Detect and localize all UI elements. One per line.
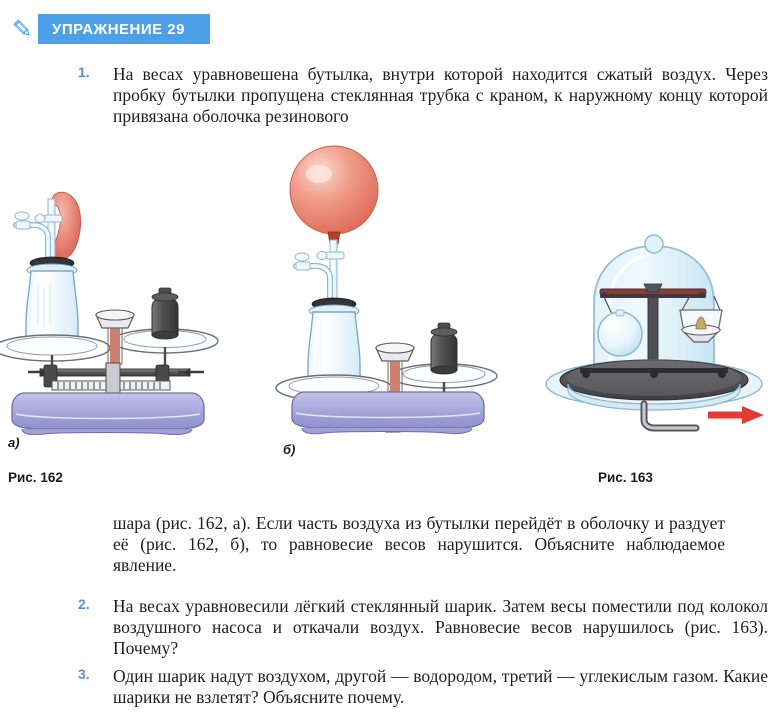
balance-base xyxy=(291,391,485,429)
balance-base xyxy=(11,392,205,430)
task-text: На весах уравновесили лёгкий стеклянный … xyxy=(113,596,768,658)
figure-162b-sublabel: б) xyxy=(283,442,296,457)
glass-sphere xyxy=(597,311,643,357)
figure-163-caption: Рис. 163 xyxy=(598,470,653,485)
task-text: На весах уравновешена бутылка, внутри ко… xyxy=(113,64,768,126)
figure-162a-illustration xyxy=(0,185,245,436)
task-text: Один шарик надут воздухом, другой — водо… xyxy=(113,666,768,707)
calibration-weight xyxy=(430,331,458,371)
task-number: 3. xyxy=(78,666,90,682)
figure-162-caption: Рис. 162 xyxy=(8,470,63,485)
calibration-weight xyxy=(151,296,179,336)
task-number: 2. xyxy=(78,596,90,612)
airflow-arrow xyxy=(708,406,764,424)
task-item-1: 1. На весах уравновешена бутылка, внутри… xyxy=(78,64,768,127)
deflated-balloon xyxy=(51,191,82,260)
inflated-balloon xyxy=(289,145,379,235)
pencil-icon xyxy=(8,14,38,44)
task-item-3: 3. Один шарик надут воздухом, другой — в… xyxy=(78,666,768,708)
figure-163-illustration xyxy=(532,232,777,432)
exercise-title: УПРАЖНЕНИЕ 29 xyxy=(52,20,185,38)
left-pan xyxy=(0,334,111,362)
exercise-header-banner: УПРАЖНЕНИЕ 29 xyxy=(8,14,210,44)
task-number: 1. xyxy=(78,64,90,80)
figure-162a-sublabel: а) xyxy=(8,435,20,450)
task-item-2: 2. На весах уравновесили лёгкий стеклянн… xyxy=(78,596,768,659)
small-weight xyxy=(695,316,707,330)
figure-162b-base-shape xyxy=(272,390,517,440)
continuation-paragraph: шара (рис. 162, а). Если часть воздуха и… xyxy=(113,513,725,575)
jar-knob xyxy=(644,234,664,254)
